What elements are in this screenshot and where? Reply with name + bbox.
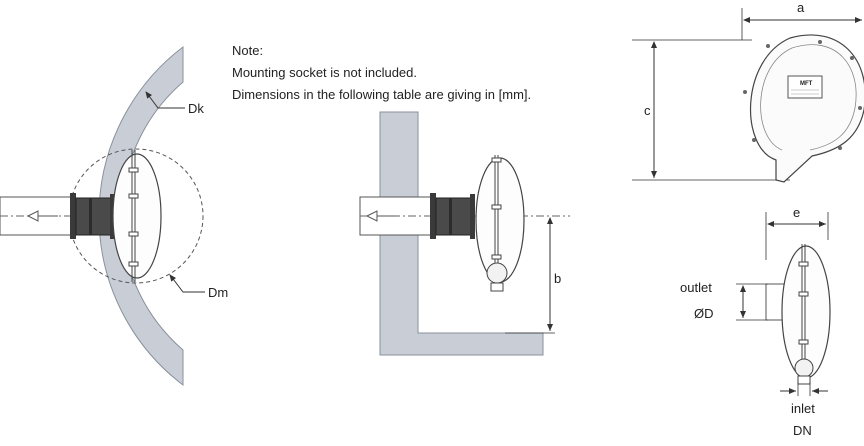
brand-logo-text: MFT <box>800 81 813 87</box>
reel-housing <box>750 34 864 183</box>
inlet-fitting <box>486 262 508 284</box>
label-dk: Dk <box>188 101 204 116</box>
label-c: c <box>644 103 651 118</box>
label-a: a <box>797 0 805 15</box>
note-line-dimensions: Dimensions in the following table are gi… <box>232 87 532 102</box>
hose-reel-side <box>112 150 162 282</box>
side-view: e outlet ØD inlet DN <box>680 205 831 438</box>
brand-plate: MFT <box>787 75 823 99</box>
front-view: a c MFT <box>632 0 864 183</box>
note-block: Note: Mounting socket is not included. D… <box>232 40 531 106</box>
note-heading: Note: <box>232 43 264 58</box>
label-dm: Dm <box>208 285 228 300</box>
hose-reel-side-middle <box>475 155 525 292</box>
mounting-socket <box>70 193 115 239</box>
label-e: e <box>793 205 800 220</box>
label-dn: DN <box>793 423 812 438</box>
label-inlet: inlet <box>791 401 815 416</box>
label-b: b <box>554 271 561 286</box>
inlet-fitting-side <box>794 358 814 378</box>
mounting-socket-middle <box>430 193 475 239</box>
left-view: Dk Dm <box>0 45 228 387</box>
label-outlet: outlet <box>680 280 712 295</box>
middle-view: b <box>359 111 570 356</box>
label-od: ØD <box>694 306 714 321</box>
note-line-socket: Mounting socket is not included. <box>232 65 417 80</box>
